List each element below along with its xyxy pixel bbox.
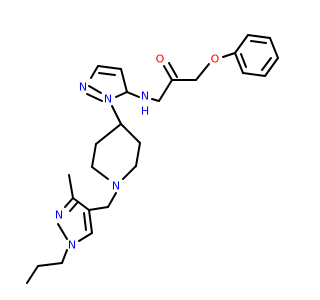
amide-nitrogen-label: N [141, 90, 149, 103]
bond [88, 206, 109, 211]
bond [222, 52, 236, 58]
bond [126, 91, 140, 98]
pyrazole-n1-label: N [79, 81, 87, 94]
bond [111, 105, 122, 125]
bond [72, 197, 90, 211]
bond [86, 93, 103, 102]
bond [69, 202, 78, 212]
bond [26, 265, 39, 284]
bond [264, 57, 279, 77]
bond [90, 65, 99, 79]
bond [240, 53, 247, 68]
bond [250, 40, 267, 44]
bond [95, 123, 122, 145]
amide-hydrogen-label: H [141, 105, 149, 118]
bond [61, 249, 68, 264]
bond [78, 232, 93, 242]
bond-layer [26, 34, 279, 284]
bond [261, 57, 272, 71]
ether-oxygen-label: O [211, 53, 220, 66]
bond [135, 142, 141, 167]
bond [57, 223, 68, 240]
bond [158, 79, 173, 102]
bond [88, 85, 102, 94]
bond [269, 37, 279, 59]
amide-oxygen-label: O [156, 53, 165, 66]
bond [120, 123, 141, 144]
bond [97, 65, 122, 70]
bond [234, 34, 249, 54]
bond [122, 165, 137, 180]
bond [115, 91, 128, 98]
bond [163, 65, 173, 81]
pyrazole-n2-label: N [104, 93, 112, 106]
molecule-structure: O O N H N N N N N [26, 34, 279, 284]
pyrazole2-n2-label: N [68, 239, 76, 252]
bond [37, 262, 63, 267]
atom-layer: O O N H N N N N N [55, 53, 220, 252]
bond [242, 72, 266, 77]
bond [64, 197, 74, 208]
bond [107, 192, 117, 208]
bond [88, 209, 93, 234]
bond [195, 63, 210, 81]
bond [151, 98, 160, 102]
piperidine-nitrogen-label: N [112, 180, 120, 193]
bond [68, 174, 74, 199]
bond [91, 166, 109, 180]
bond [247, 34, 271, 39]
pyrazole2-n1-label: N [55, 209, 63, 222]
bond [168, 62, 178, 78]
bond [98, 72, 116, 76]
bond [234, 52, 244, 74]
bond [120, 68, 128, 93]
bond [83, 212, 87, 231]
bond [91, 143, 97, 168]
